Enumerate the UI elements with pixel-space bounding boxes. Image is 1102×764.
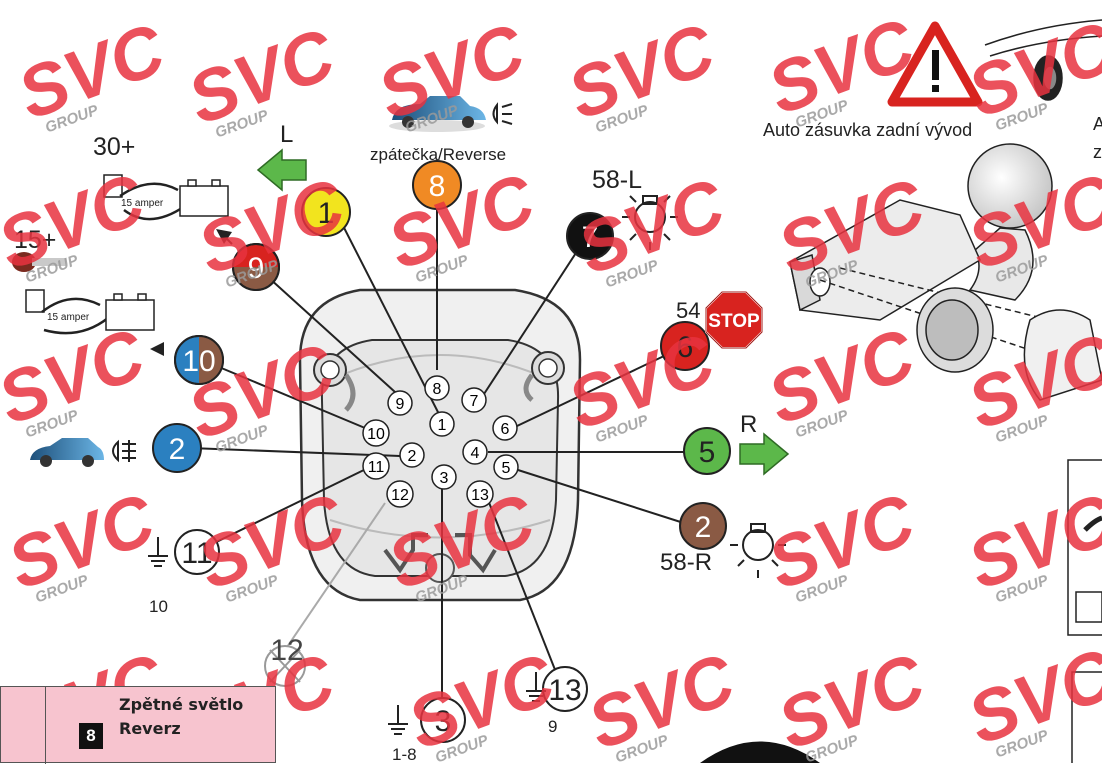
callout-3: 3 xyxy=(420,697,466,743)
pin-4-label: 4 xyxy=(471,445,480,462)
pin-13-label: 13 xyxy=(471,487,489,504)
legend-table: 8 Zpětné světlo Reverz xyxy=(0,686,276,764)
pin-11-label: 11 xyxy=(368,459,385,476)
callout-13: 13 xyxy=(542,666,588,712)
amper-label-2: 15 amper xyxy=(47,312,90,323)
callout-12: 12 xyxy=(264,634,306,687)
callout-6-label: 6 xyxy=(677,331,694,364)
callout-7-label: 7 xyxy=(582,221,599,254)
ground-icon xyxy=(148,537,546,735)
pin-10-label: 10 xyxy=(367,426,385,443)
label-54: 54 xyxy=(676,298,700,323)
stop-sign-icon: STOP xyxy=(705,291,763,349)
pin-6-label: 6 xyxy=(501,421,510,438)
callout-10-label: 10 xyxy=(182,345,215,378)
pin-3-label: 3 xyxy=(440,470,449,487)
callout-8-label: 8 xyxy=(429,170,446,203)
battery-icon xyxy=(25,174,229,335)
callout-9-label: 9 xyxy=(248,252,265,285)
car-fog-icon xyxy=(30,438,136,467)
callout-2-label: 2 xyxy=(169,433,186,466)
pin-5: 5 xyxy=(493,454,519,480)
left-arrow-icon xyxy=(256,148,307,192)
callout-11: 11 xyxy=(174,529,220,575)
callout-13-label: 13 xyxy=(548,674,581,707)
edge-label-a: A xyxy=(1093,114,1102,134)
pin-8: 8 xyxy=(424,375,450,401)
pin-7: 7 xyxy=(461,387,487,413)
pin-12-label: 12 xyxy=(391,487,409,504)
reverse-label: zpátečka/Reverse xyxy=(370,145,506,164)
legend-number: 8 xyxy=(79,723,103,749)
callout-2-brown: 2 xyxy=(679,502,727,550)
pin-2: 2 xyxy=(399,442,425,468)
pin-1: 1 xyxy=(429,411,455,437)
pin-8-label: 8 xyxy=(433,381,442,398)
warning-icon xyxy=(887,21,983,107)
label-58-l: 58-L xyxy=(592,166,642,194)
callouts: 1 8 7 9 10 2 6 5 2 11 3 13 12 xyxy=(152,160,731,743)
car-reverse-icon xyxy=(389,96,513,132)
pin-9-label: 9 xyxy=(396,396,405,413)
bottom-shape xyxy=(700,741,820,763)
legend-line-1: Zpětné světlo xyxy=(119,695,244,714)
pin-11: 11 xyxy=(362,452,390,480)
pin-1-label: 1 xyxy=(438,417,447,434)
pin-4: 4 xyxy=(462,439,488,465)
callout-9: 9 xyxy=(232,243,280,291)
callout-2: 2 xyxy=(152,423,202,473)
ground-10-label: 10 xyxy=(149,597,168,616)
pin-3: 3 xyxy=(431,464,457,490)
pin-7-label: 7 xyxy=(470,393,479,410)
callout-1: 1 xyxy=(301,187,351,237)
callout-6: 6 xyxy=(660,321,710,371)
left-label: L xyxy=(280,121,293,148)
callout-8: 8 xyxy=(412,160,462,210)
pin-2-label: 2 xyxy=(408,448,417,465)
info-box xyxy=(1067,459,1102,763)
right-title: Auto zásuvka zadní vývod xyxy=(763,120,972,140)
car-rear-icon xyxy=(984,19,1102,101)
stop-label: STOP xyxy=(708,311,760,332)
callout-1-label: 1 xyxy=(318,197,335,230)
arrow-head-icon xyxy=(150,342,164,356)
wires xyxy=(189,186,705,705)
socket-pins: 8 9 7 1 10 6 2 4 11 5 3 12 13 xyxy=(362,375,519,508)
callout-2-brown-label: 2 xyxy=(695,511,712,544)
label-58-r: 58-R xyxy=(660,549,712,576)
pin-10: 10 xyxy=(362,419,390,447)
pin-13: 13 xyxy=(466,480,494,508)
pin-9: 9 xyxy=(387,390,413,416)
right-arrow-icon xyxy=(739,432,790,476)
callout-7: 7 xyxy=(566,212,614,260)
legend-line-2: Reverz xyxy=(119,719,181,738)
ground-1-8-label: 1-8 xyxy=(392,745,417,763)
callout-10: 10 xyxy=(174,335,224,385)
edge-label-z: z xyxy=(1093,142,1102,162)
towbar-icon xyxy=(789,143,1102,401)
amper-label-1: 15 amper xyxy=(121,198,164,209)
ground-9-label: 9 xyxy=(548,717,557,736)
right-label: R xyxy=(740,411,757,438)
callout-11-label: 11 xyxy=(181,537,212,570)
callout-5-label: 5 xyxy=(699,436,716,469)
pin-6: 6 xyxy=(492,415,518,441)
legend-column xyxy=(1,687,46,764)
bulb-icon xyxy=(622,195,786,578)
pin-5-label: 5 xyxy=(502,460,511,477)
pin-12: 12 xyxy=(386,480,414,508)
callout-12-label: 12 xyxy=(270,634,303,667)
key-icon xyxy=(12,252,66,272)
callout-3-label: 3 xyxy=(435,705,452,738)
label-30-plus: 30+ xyxy=(93,133,135,161)
label-15-plus: 15+ xyxy=(14,226,56,254)
callout-5: 5 xyxy=(683,427,731,475)
socket-body xyxy=(298,288,582,602)
